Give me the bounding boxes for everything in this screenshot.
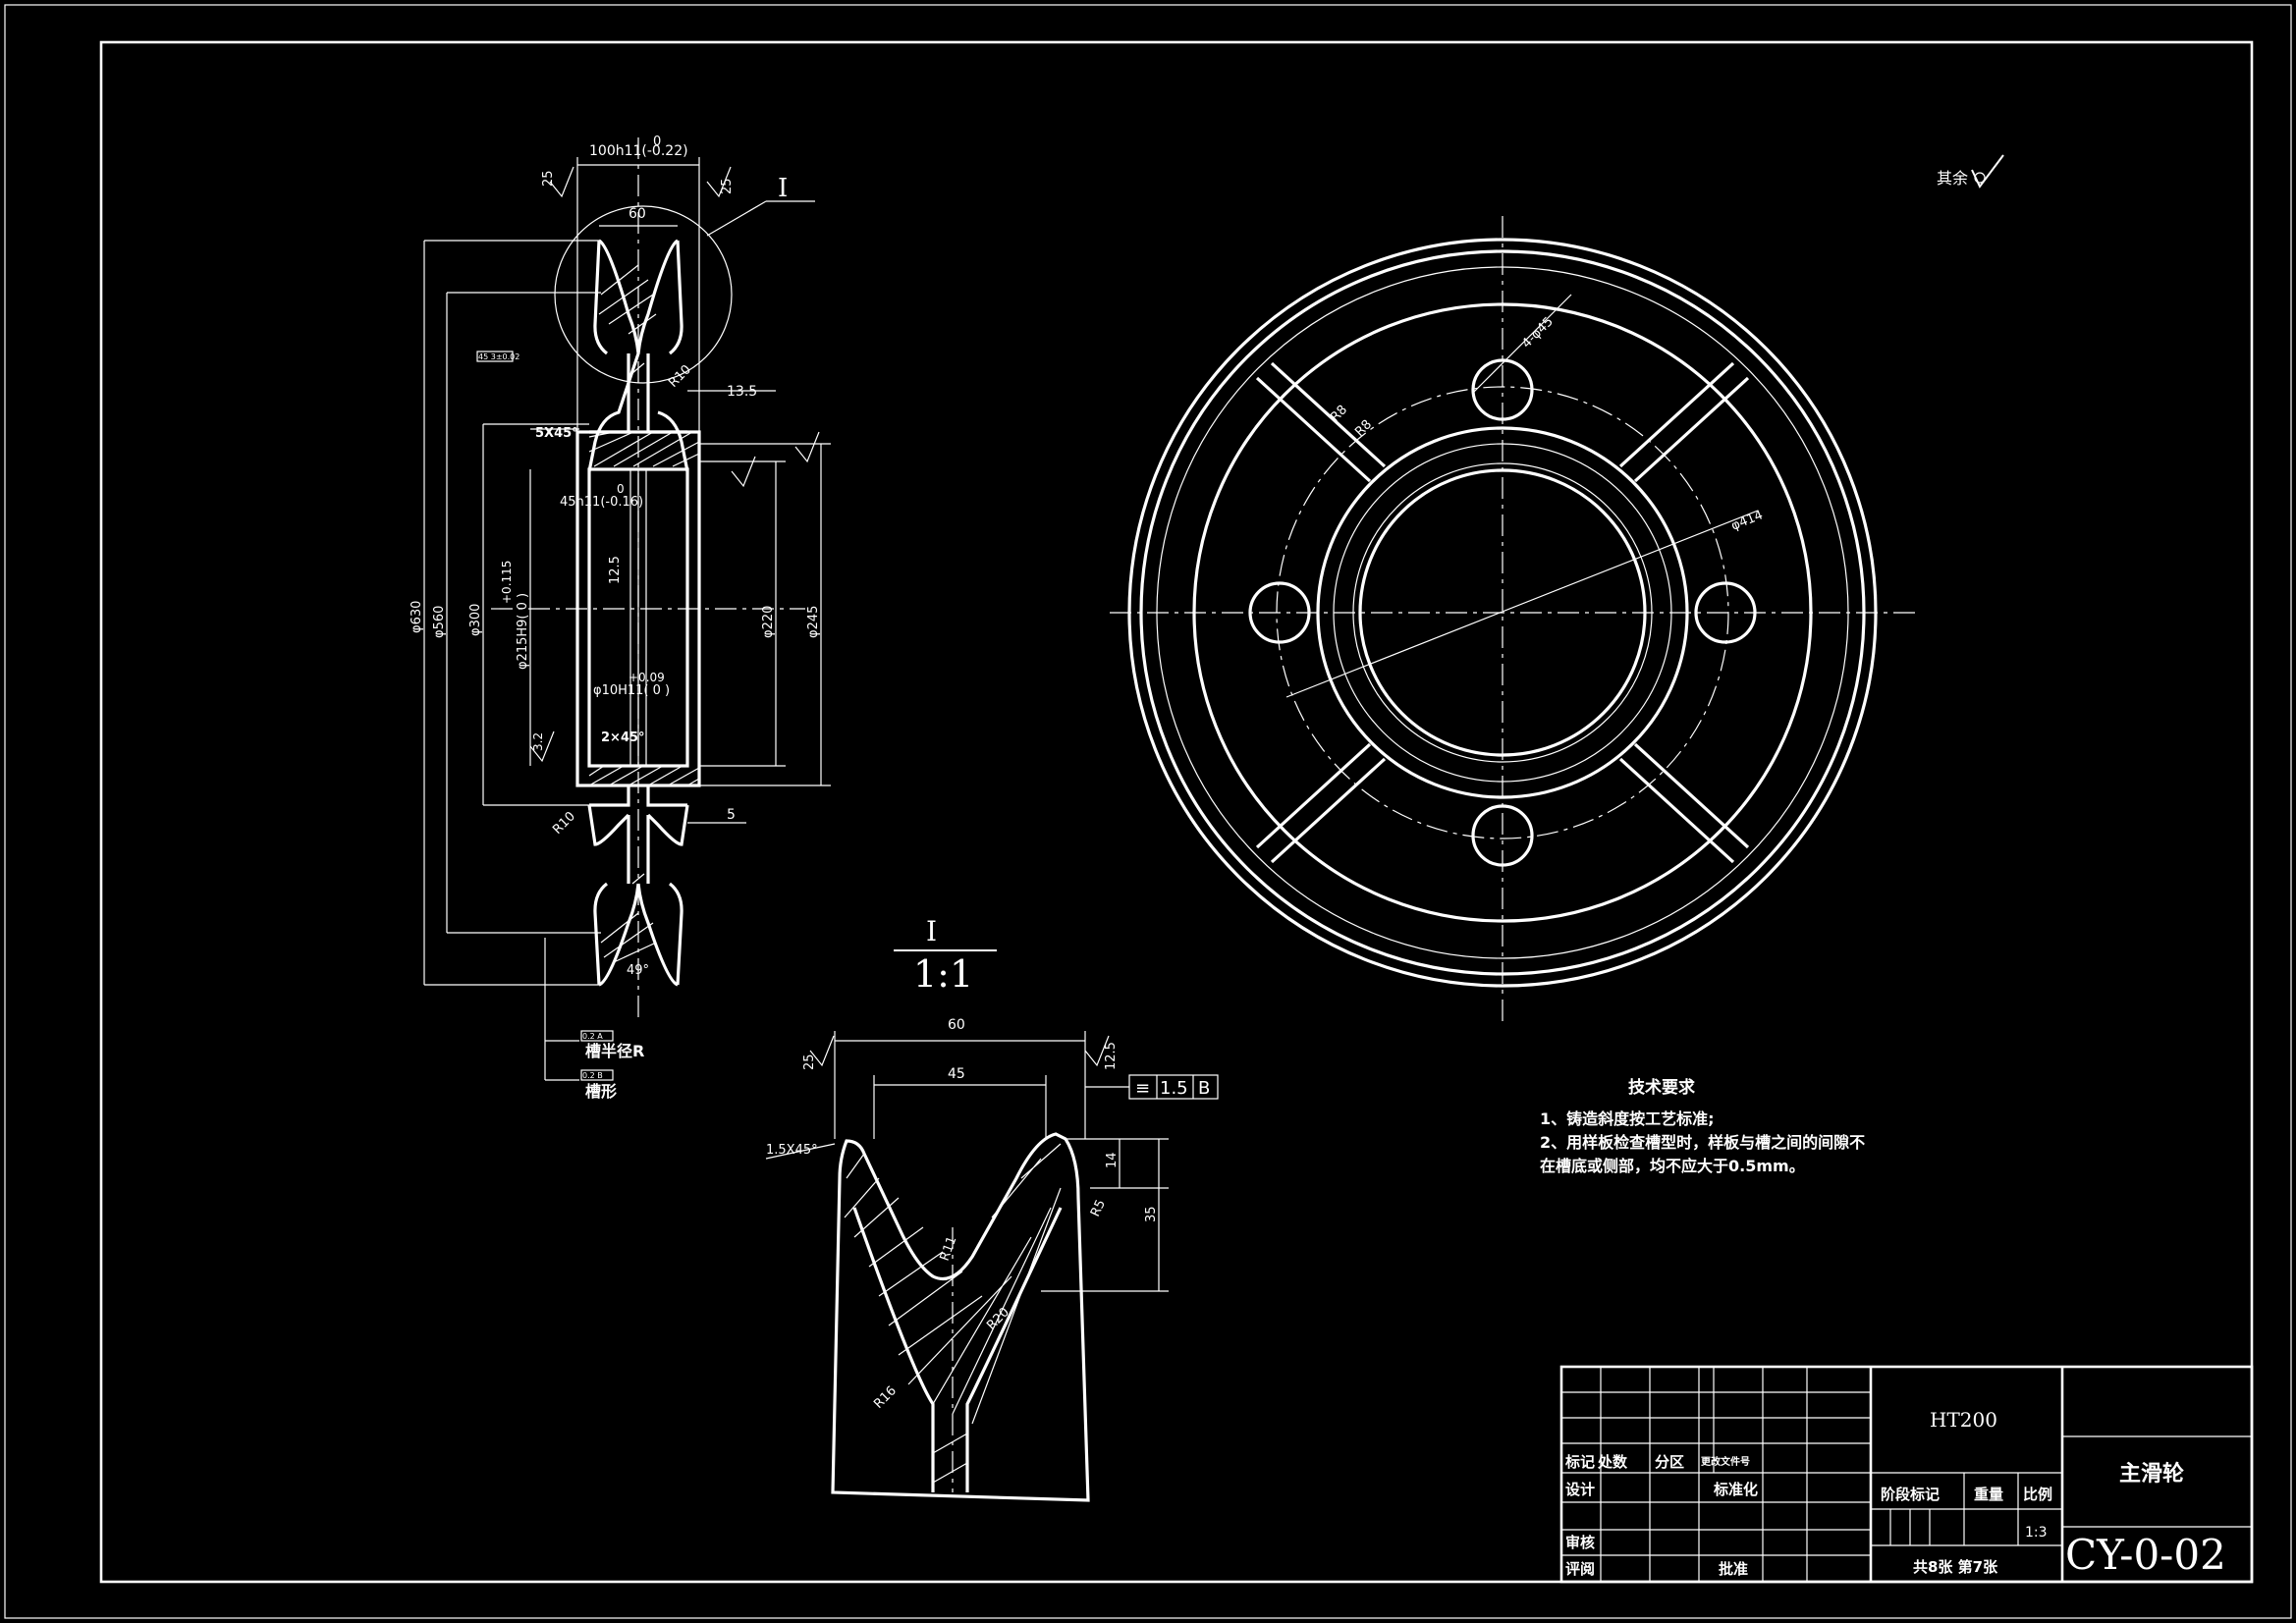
- drawing-label-side_view_dims-d630: φ630: [410, 601, 424, 633]
- detail-view-i: I 1:1 60 45 25 12.5 ≡ 1.5 B 1.5X45°: [765, 915, 1219, 1502]
- drawing-label-title_block-standardize: 标准化: [1713, 1481, 1758, 1498]
- drawing-label-detail_dims-d14: 14: [1105, 1152, 1120, 1168]
- drawing-label-side_view_dims-groove_shape: 槽形: [585, 1082, 617, 1101]
- drawing-label-side_view_dims-rim_width: 60: [629, 206, 646, 222]
- drawing-label-side_view_dims-chamfer: 5X45°: [535, 426, 578, 441]
- drawing-label-title_block-stage_mark: 阶段标记: [1881, 1486, 1940, 1503]
- drawing-label-side_view_dims-bore: 45h11(-0.16): [560, 495, 643, 510]
- drawing-label-side_view_dims-gauge_small: 45 3±0.02: [478, 352, 519, 361]
- drawing-label-detail_dims-r16: R16: [871, 1383, 900, 1412]
- drawing-label-title_block-part_name: 主滑轮: [2119, 1461, 2184, 1487]
- side-section-view: I 0 100h11(-0.22) 60 13.5 5 25 25 5X45° …: [410, 135, 831, 1101]
- drawing-label-side_view_dims-r10: R10: [550, 809, 578, 838]
- drawing-label-detail_dims-r5: R5: [1088, 1198, 1109, 1219]
- drawing-label-title_block-change_doc: 更改文件号: [1701, 1455, 1750, 1468]
- drawing-label-side_view_dims-r10b: R10: [666, 362, 694, 391]
- drawing-label-detail_dims-rough125: 12.5: [1104, 1042, 1119, 1070]
- hub-hatching: [588, 264, 700, 963]
- drawing-label-detail_dims-w45: 45: [948, 1066, 965, 1082]
- drawing-label-detail_dims-r11: R11: [938, 1234, 960, 1263]
- drawing-label-title_block-check: 评阅: [1565, 1560, 1595, 1578]
- drawing-label-detail_dims-tol_ref: B: [1198, 1078, 1210, 1099]
- drawing-label-side_view_dims-d220: φ220: [761, 606, 776, 638]
- drawing-label-side_view_dims-d245: φ245: [806, 606, 821, 638]
- drawing-label-side_view_dims-bore_tol_upper: 0: [617, 482, 625, 496]
- drawing-label-front_view_dims-r8: R8: [1328, 403, 1350, 425]
- drawing-label-detail_dims-rough25: 25: [802, 1054, 817, 1070]
- drawing-label-tech_req-line3: 在槽底或侧部，均不应大于0.5mm。: [1540, 1157, 1805, 1175]
- drawing-label-side_view_dims-chamfer2: 2×45°: [601, 730, 645, 745]
- drawing-label-surface_note: 其余: [1937, 169, 1968, 188]
- hole-top-icon: [1471, 358, 1534, 421]
- drawing-label-side_view_dims-rough_125: 12.5: [608, 556, 623, 584]
- drawing-label-side_view_dims-d215_tol: +0.115: [500, 561, 514, 604]
- drawing-label-side_view_dims-top_width_upper: 0: [653, 135, 661, 149]
- drawing-label-side_view_dims-rough_32: 3.2: [531, 732, 545, 751]
- drawing-label-side_view_dims-d215: φ215H9( 0 ): [516, 593, 530, 670]
- groove-hatching: [844, 1143, 1062, 1484]
- roughness-circle-icon: [1974, 172, 1986, 184]
- drawing-label-detail_label: I: [778, 174, 788, 203]
- drawing-label-side_view_dims-d300: φ300: [468, 604, 483, 636]
- groove-profile: [831, 1132, 1090, 1502]
- drawing-label-title_block-count: 处数: [1597, 1453, 1628, 1471]
- drawing-label-front_view_dims-r8b: R8: [1352, 417, 1375, 440]
- drawing-label-title_block-approve: 批准: [1719, 1560, 1748, 1578]
- drawing-label-side_view_dims-groove_r: 槽半径R: [585, 1042, 644, 1060]
- drawing-label-title_block-ratio: 1:3: [2025, 1525, 2048, 1541]
- drawing-label-side_view_dims-gauge_b: 0.2 B: [582, 1071, 603, 1080]
- drawing-label-side_view_dims-hub_width: 13.5: [727, 384, 757, 400]
- drawing-label-title_block-sheets: 共8张 第7张: [1913, 1558, 1998, 1576]
- hole-right-icon: [1694, 581, 1757, 644]
- drawing-label-detail_scale: 1:1: [913, 952, 973, 996]
- hole-left-icon: [1248, 581, 1311, 644]
- drawing-label-title_block-material: HT200: [1930, 1408, 1997, 1432]
- outer-border: [4, 4, 2292, 1619]
- drawing-label-detail_dims-chamfer: 1.5X45°: [766, 1143, 818, 1158]
- drawing-label-detail_dims-tol_val: 1.5: [1160, 1078, 1188, 1099]
- hole-bottom-icon: [1471, 804, 1534, 867]
- drawing-label-side_view_dims-rough_25: 25: [720, 178, 735, 194]
- drawing-label-side_view_dims-gauge_a: 0.2 A: [582, 1032, 603, 1041]
- inner-frame: [99, 40, 2254, 1584]
- drawing-label-detail_dims-d35: 35: [1144, 1206, 1159, 1222]
- drawing-label-title_block-zone: 分区: [1655, 1453, 1684, 1471]
- drawing-label-detail_scale_label: I: [926, 915, 937, 947]
- technical-requirements: 技术要求 1、铸造斜度按工艺标准; 2、用样板检查槽型时，样板与槽之间的间隙不 …: [1540, 1077, 1865, 1175]
- drawing-label-title_block-weight: 重量: [1974, 1486, 2003, 1503]
- drawing-label-title_block-review: 审核: [1565, 1534, 1595, 1551]
- drawing-label-title_block-design: 设计: [1565, 1481, 1595, 1498]
- drawing-label-side_view_dims-key_tol: +0.09: [629, 671, 665, 684]
- drawing-label-title_block-drawing_no: CY-0-02: [2065, 1531, 2226, 1579]
- drawing-label-tech_req-line2: 2、用样板检查槽型时，样板与槽之间的间隙不: [1540, 1133, 1865, 1152]
- geometric-tolerance-frame: [1128, 1074, 1219, 1100]
- drawing-label-side_view_dims-angle: 49°: [627, 963, 649, 978]
- detail-i-circle: [554, 205, 733, 384]
- surface-finish-note: 其余: [1937, 154, 2004, 189]
- title-block: HT200 主滑轮 CY-0-02 标记 处数 分区 更改文件号 设计 标准化 …: [1559, 1365, 2254, 1584]
- bore-circle: [1358, 468, 1647, 757]
- drawing-label-title_block-ratio_label: 比例: [2023, 1486, 2052, 1503]
- drawing-label-front_view_dims-holes: 4-φ45: [1519, 314, 1557, 352]
- drawing-label-detail_dims-w60: 60: [948, 1017, 965, 1033]
- drawing-label-tech_req-line1: 1、铸造斜度按工艺标准;: [1540, 1109, 1715, 1128]
- drawing-label-side_view_dims-rough_25: 25: [541, 170, 556, 187]
- roughness-symbol-icon: [1971, 154, 2004, 189]
- drawing-label-title_block-mark: 标记: [1564, 1453, 1595, 1471]
- outer-rim-circle: [1127, 238, 1878, 988]
- drawing-label-front_view_dims-d414: φ414: [1729, 508, 1766, 533]
- drawing-label-side_view_dims-key: φ10H11( 0 ): [593, 683, 670, 698]
- drawing-label-tech_req-title: 技术要求: [1628, 1077, 1695, 1098]
- drawing-label-detail_dims-tol_sym: ≡: [1135, 1078, 1150, 1099]
- rim-upper-right-outline: [636, 239, 689, 472]
- front-view: φ414 4-φ45 R8 R8: [1110, 216, 1915, 1021]
- drawing-label-side_view_dims-top_width: 100h11(-0.22): [589, 143, 688, 159]
- drawing-label-side_view_dims-small_dim: 5: [727, 807, 736, 823]
- drawing-label-side_view_dims-d560: φ560: [432, 606, 447, 638]
- rim-upper-left-outline: [587, 239, 640, 472]
